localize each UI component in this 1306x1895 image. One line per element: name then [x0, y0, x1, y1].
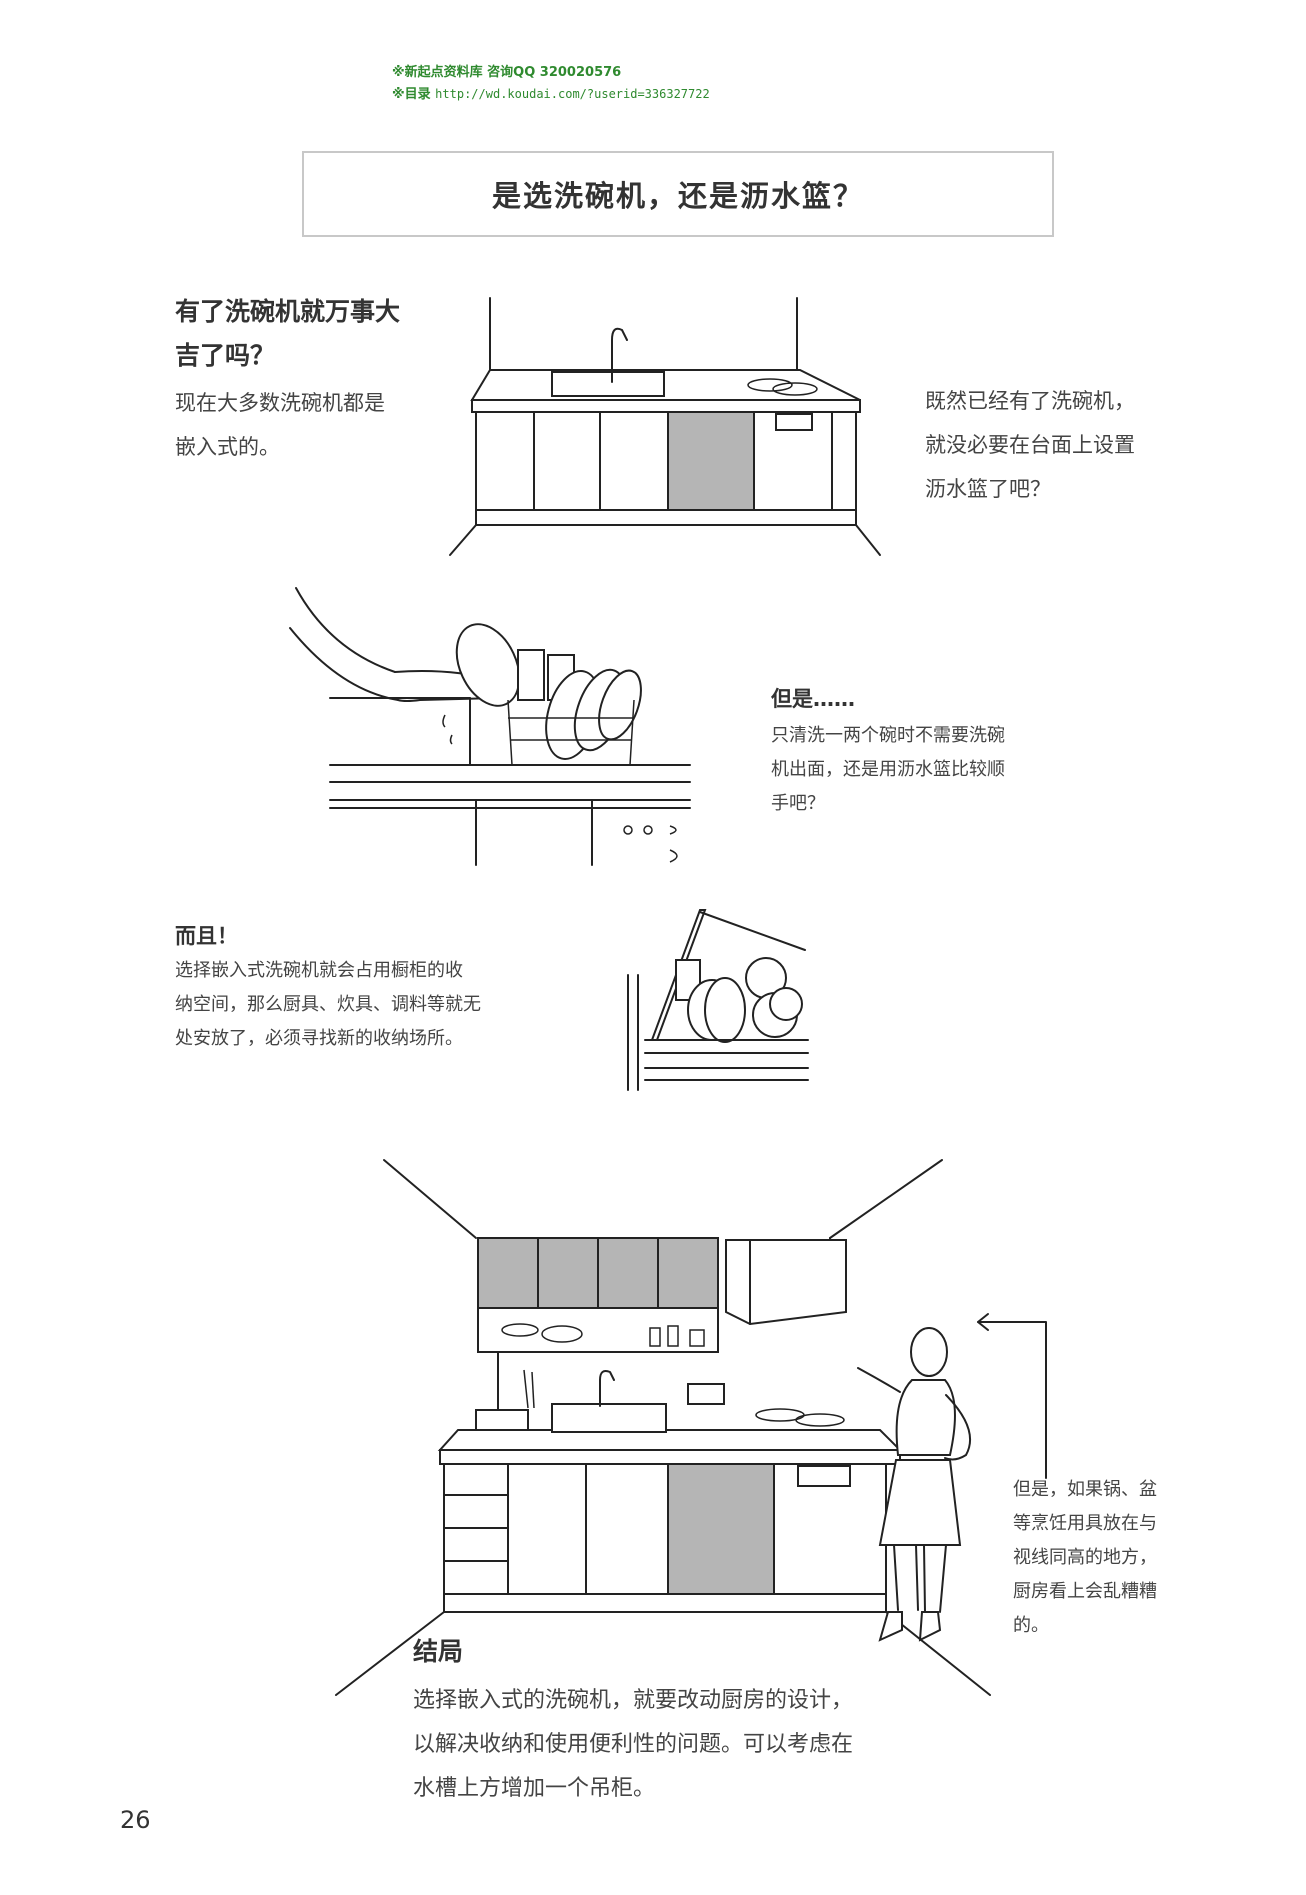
- conclusion-line3: 水槽上方增加一个吊柜。: [413, 1776, 656, 1801]
- section1-heading-line2: 吉了吗？: [175, 341, 276, 370]
- side-note-line3: 视线同高的地方，: [1013, 1547, 1157, 1568]
- watermark-line-2: ※目录 http://wd.koudai.com/?userid=3363277…: [392, 85, 710, 104]
- side-note-line2: 等烹饪用具放在与: [1013, 1513, 1157, 1534]
- section2-line1: 只清洗一两个碗时不需要洗碗: [771, 725, 1005, 746]
- conclusion-line1: 选择嵌入式的洗碗机，就要改动厨房的设计，: [413, 1688, 854, 1713]
- side-note-line5: 的。: [1013, 1615, 1049, 1636]
- side-note-line4: 厨房看上会乱糟糟: [1013, 1581, 1157, 1602]
- section2-line3: 手吧？: [771, 793, 825, 814]
- section1-body-line2: 嵌入式的。: [175, 435, 280, 459]
- conclusion-line2: 以解决收纳和使用便利性的问题。可以考虑在: [413, 1732, 854, 1757]
- section3-line1: 选择嵌入式洗碗机就会占用橱柜的收: [175, 960, 463, 981]
- watermark-line-1: ※新起点资料库 咨询QQ 320020576: [392, 65, 622, 80]
- section2-line2: 机出面，还是用沥水篮比较顺: [771, 759, 1005, 780]
- page-title: 是选洗碗机，还是沥水篮？: [302, 151, 1054, 237]
- section1-right-line3: 沥水篮了吧？: [925, 477, 1051, 501]
- page-number: 26: [120, 1806, 151, 1834]
- side-note-line1: 但是，如果锅、盆: [1013, 1479, 1157, 1500]
- section3-line2: 纳空间，那么厨具、炊具、调料等就无: [175, 994, 481, 1015]
- section1-body-line1: 现在大多数洗碗机都是: [175, 391, 385, 415]
- conclusion-heading: 结局: [413, 1637, 464, 1666]
- section1-right-line1: 既然已经有了洗碗机，: [925, 389, 1135, 413]
- watermark-url[interactable]: http://wd.koudai.com/?userid=336327722: [435, 87, 710, 101]
- section2-heading: 但是……: [771, 687, 855, 711]
- section1-right-line2: 就没必要在台面上设置: [925, 433, 1135, 457]
- section1-heading-line1: 有了洗碗机就万事大: [175, 297, 401, 326]
- section3-heading: 而且！: [175, 924, 238, 948]
- watermark-label: ※目录: [392, 87, 431, 102]
- section3-line3: 处安放了，必须寻找新的收纳场所。: [175, 1028, 463, 1049]
